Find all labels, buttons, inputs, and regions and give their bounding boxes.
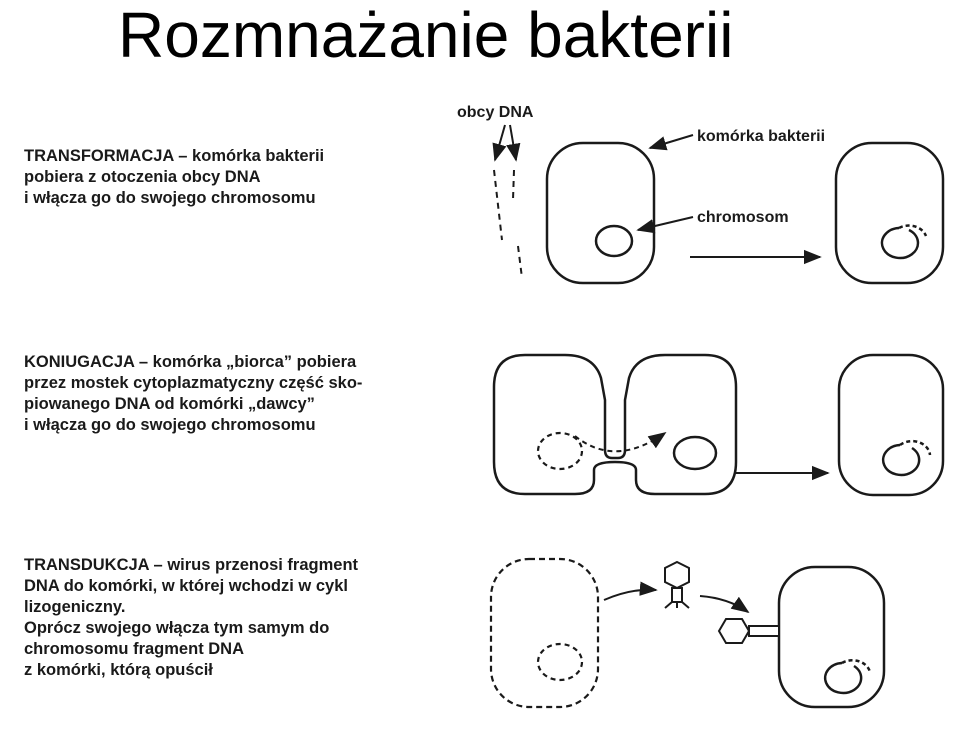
infected-bacterial-cell	[779, 567, 884, 707]
phage-infection-arrow	[700, 596, 748, 612]
donor-chromosome	[538, 433, 582, 469]
recipient-chromosome	[674, 437, 716, 469]
chromosome-pointer-arrow	[638, 217, 693, 230]
conjugation-result-chromosome-solid	[883, 445, 919, 475]
transformed-chromosome-solid-part	[882, 228, 918, 258]
chromosome-shape	[596, 226, 632, 256]
conjugation-result-chromosome-inserted	[900, 441, 930, 455]
conjugation-result-cell	[839, 355, 943, 495]
attached-bacteriophage-icon	[719, 619, 779, 643]
dna-transfer-arrow	[575, 433, 665, 451]
foreign-dna-label: obcy DNA	[457, 104, 534, 121]
foreign-dna-fragments	[494, 125, 522, 278]
chromosome-label: chromosom	[697, 209, 789, 226]
lysed-host-cell	[491, 559, 598, 707]
phage-release-arrow	[604, 590, 656, 600]
bacterial-cell-pointer-arrow	[650, 135, 693, 148]
bacterial-cell-label: komórka bakterii	[697, 128, 825, 145]
conjugating-cells-outline	[494, 355, 736, 494]
infected-cell-chromosome-solid	[825, 663, 861, 693]
recipient-bacterial-cell	[547, 143, 654, 283]
transformed-bacterial-cell	[836, 143, 943, 283]
lysed-host-chromosome	[538, 644, 582, 680]
bacteriophage-icon	[665, 562, 689, 608]
